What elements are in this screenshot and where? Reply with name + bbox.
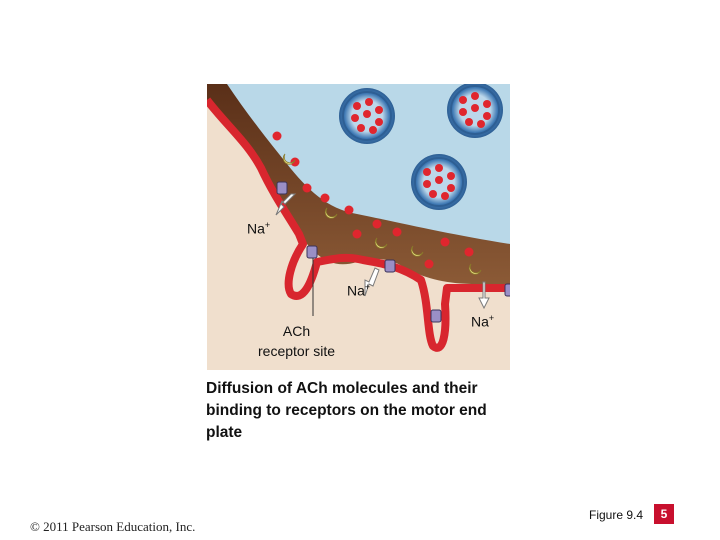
ach-receptor-site-label: ACh receptor site (258, 321, 335, 361)
ach-receptor (276, 181, 510, 323)
motor-end-plate-membrane (207, 97, 510, 352)
figure-caption: Diffusion of ACh molecules and their bin… (206, 380, 487, 441)
na-label-middle: Na+ (347, 282, 371, 299)
na-label-right: Na+ (471, 313, 495, 330)
copyright-notice: © 2011 Pearson Education, Inc. (30, 519, 196, 534)
acetylcholinesterase (282, 153, 482, 275)
na-influx-arrow (275, 193, 490, 310)
ach-molecules-in-cleft (272, 131, 474, 269)
ach-molecules-in-vesicles (351, 92, 491, 200)
ach-label-line2: receptor site (258, 343, 336, 359)
na-label-top: Na+ (247, 220, 271, 237)
ach-label-line1: ACh (282, 323, 311, 339)
figure-label: Figure 9.4 (589, 508, 644, 522)
page-number-badge: 5 (654, 504, 674, 524)
synapse-illustration (207, 84, 510, 370)
